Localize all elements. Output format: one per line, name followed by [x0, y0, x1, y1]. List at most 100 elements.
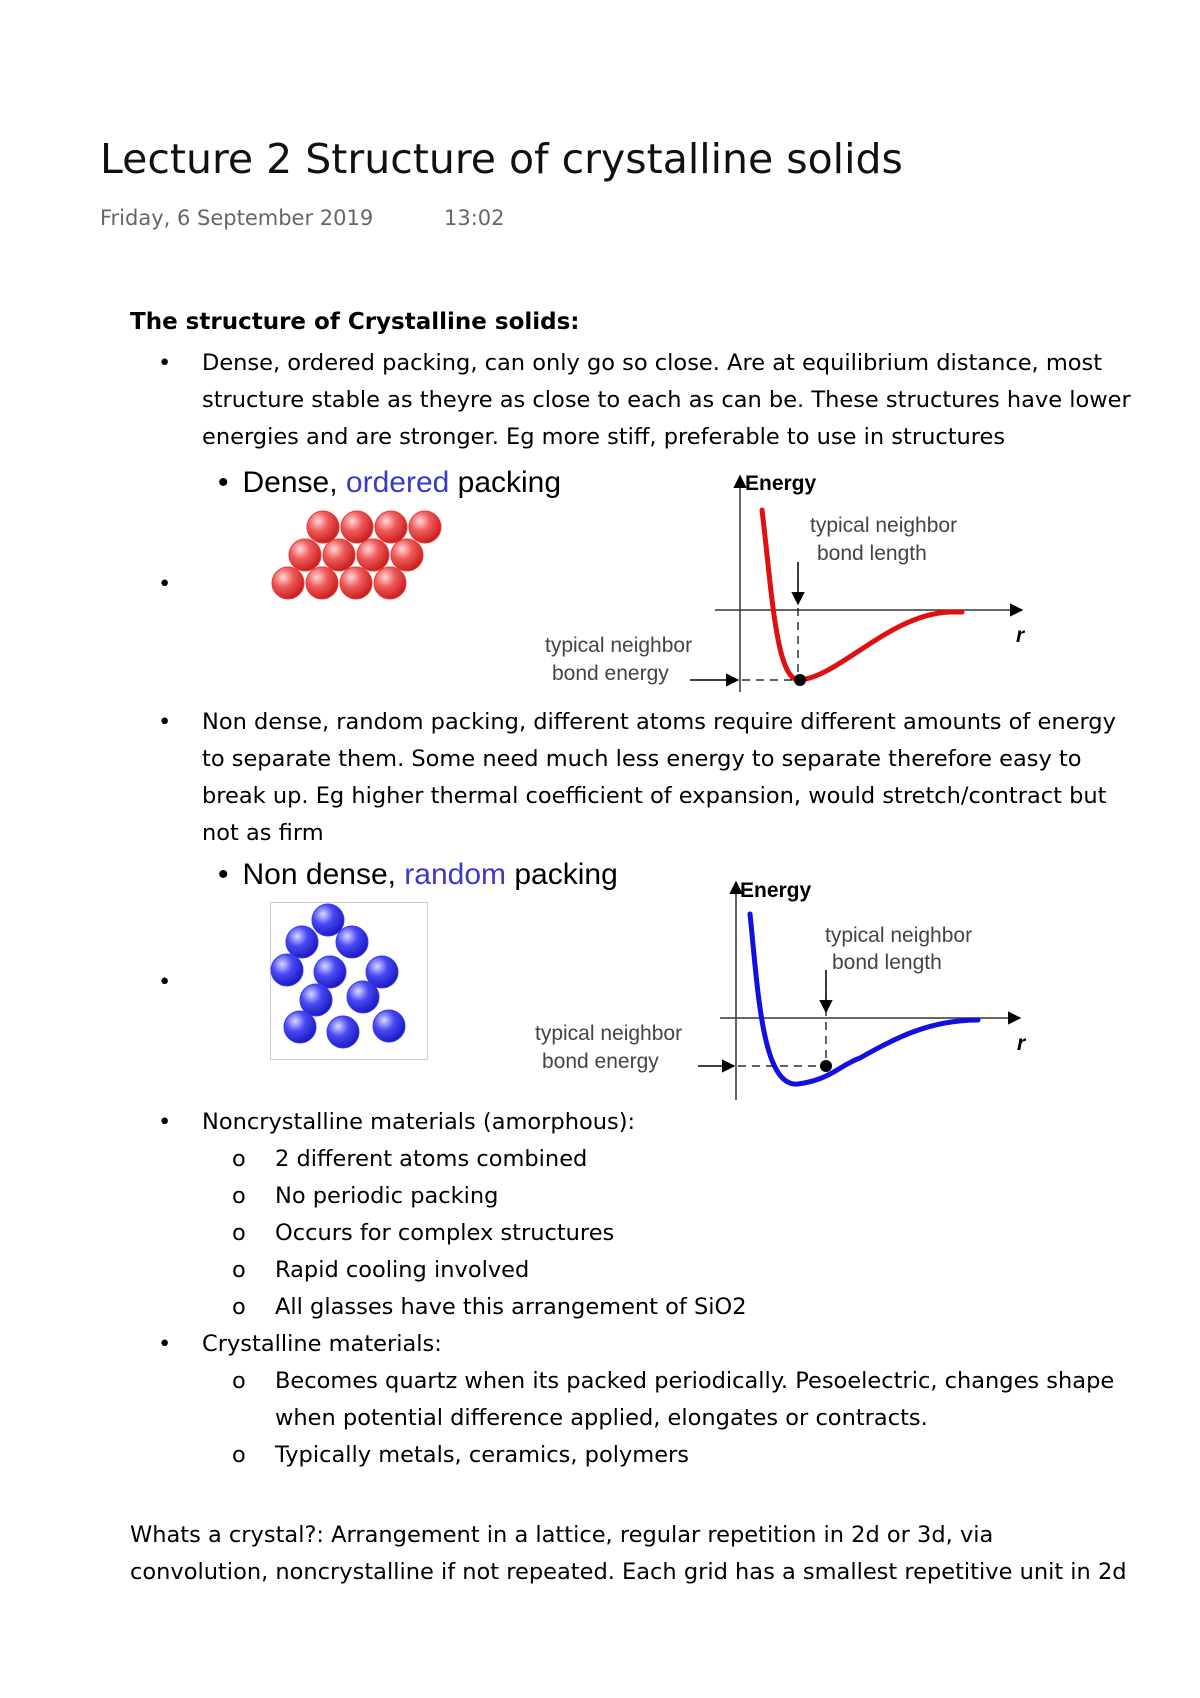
potential-energy-curve — [747, 911, 981, 1087]
atom — [339, 566, 373, 600]
atom — [283, 1010, 317, 1044]
sub-item-text: Occurs for complex structures — [275, 1220, 615, 1246]
bullet-materials: • Noncrystalline materials (amorphous): … — [150, 1104, 1190, 1474]
sub-item-text: when potential difference applied, elong… — [275, 1405, 928, 1431]
atom — [408, 510, 442, 544]
atom — [305, 566, 339, 600]
sub-item: o Typically metals, ceramics, polymers — [150, 1437, 1190, 1474]
figure-title-prefix: Non dense, — [242, 858, 405, 891]
bullet-crystalline: • Crystalline materials: — [150, 1326, 1190, 1363]
bullet-nondense: • Non dense, random packing, different a… — [150, 704, 1190, 852]
bullet-line: energies and are stronger. Eg more stiff… — [202, 424, 1006, 450]
bullet-line: Dense, ordered packing, can only go so c… — [202, 350, 1103, 376]
atom — [313, 955, 347, 989]
bond-energy-label: typical neighbor — [545, 634, 692, 657]
sub-item-text: All glasses have this arrangement of SiO… — [275, 1294, 747, 1320]
r-axis-label: r — [1017, 1032, 1027, 1055]
bullet-line: Non dense, random packing, different ato… — [202, 709, 1116, 735]
bullet-line: Noncrystalline materials (amorphous): — [202, 1109, 636, 1135]
sub-item-text: 2 different atoms combined — [275, 1146, 588, 1172]
bullet-marker: • — [158, 1331, 172, 1357]
page-date: Friday, 6 September 2019 — [100, 206, 374, 230]
bullet-marker: • — [158, 350, 172, 376]
r-axis-label: r — [1016, 624, 1026, 647]
bond-length-label: typical neighbor — [810, 514, 957, 537]
sub-marker: o — [232, 1294, 246, 1320]
atom — [390, 538, 424, 572]
figure-title-prefix: Dense, — [242, 466, 346, 499]
atom — [356, 538, 390, 572]
atom — [271, 566, 305, 600]
atom — [306, 510, 340, 544]
energy-graph-nondense: Energy r typical neighbor bond length ty… — [535, 879, 1027, 1100]
sub-marker: o — [232, 1368, 246, 1394]
bond-length-label: bond length — [832, 951, 942, 974]
random-packing-image — [270, 902, 428, 1060]
sub-item: o 2 different atoms combined — [150, 1141, 1190, 1178]
figure-bullet: • — [218, 858, 229, 891]
paragraph-line: Whats a crystal?: Arrangement in a latti… — [130, 1522, 994, 1548]
bullet-line: structure stable as theyre as close to e… — [202, 387, 1131, 413]
atom — [335, 925, 369, 959]
atom — [285, 925, 319, 959]
bullet-line: Crystalline materials: — [202, 1331, 442, 1357]
atom-lattice — [271, 510, 442, 600]
atom — [288, 538, 322, 572]
figure-dense-title: • Dense, ordered packing — [218, 466, 561, 500]
sub-item: o Occurs for complex structures — [150, 1215, 1190, 1252]
sub-marker: o — [232, 1183, 246, 1209]
bond-energy-label: bond energy — [552, 662, 669, 685]
page-time: 13:02 — [444, 206, 505, 230]
bullet-marker: • — [158, 969, 172, 995]
bullet-marker: • — [158, 571, 172, 597]
bullet-dense: • Dense, ordered packing, can only go so… — [150, 345, 1190, 456]
section-heading: The structure of Crystalline solids: — [130, 309, 580, 335]
crystal-definition-paragraph: Whats a crystal?: Arrangement in a latti… — [130, 1517, 1195, 1591]
ordered-packing-image — [271, 510, 442, 600]
figure-bullet: • — [218, 466, 229, 499]
figure-title-suffix: packing — [449, 466, 562, 499]
equilibrium-point — [794, 674, 806, 686]
sub-item-text: Becomes quartz when its packed periodica… — [275, 1368, 1115, 1394]
bond-length-label: typical neighbor — [825, 924, 972, 947]
atom — [299, 983, 333, 1017]
sub-item-text: Rapid cooling involved — [275, 1257, 530, 1283]
energy-axis-label: Energy — [745, 472, 817, 495]
equilibrium-point — [820, 1060, 832, 1072]
sub-marker: o — [232, 1442, 246, 1468]
bond-energy-label: bond energy — [542, 1050, 659, 1073]
atom — [326, 1015, 360, 1049]
sub-item: o Rapid cooling involved — [150, 1252, 1190, 1289]
sub-marker: o — [232, 1146, 246, 1172]
figure-title-highlight: random — [404, 858, 507, 891]
atom — [365, 955, 399, 989]
atom — [346, 980, 380, 1014]
page-title: Lecture 2 Structure of crystalline solid… — [100, 135, 903, 183]
bullet-line: break up. Eg higher thermal coefficient … — [202, 783, 1107, 809]
atom — [311, 903, 345, 937]
bond-length-label: bond length — [817, 542, 927, 565]
sub-marker: o — [232, 1220, 246, 1246]
sub-item-text: No periodic packing — [275, 1183, 499, 1209]
energy-axis-label: Energy — [740, 879, 812, 902]
sub-item: o Becomes quartz when its packed periodi… — [150, 1363, 1190, 1437]
bond-energy-label: typical neighbor — [535, 1022, 682, 1045]
atom — [270, 953, 304, 987]
atom — [372, 1009, 406, 1043]
energy-graph-dense: Energy r typical neighbor bond length ty… — [545, 472, 1026, 692]
atom-cluster — [270, 903, 406, 1049]
sub-item: o All glasses have this arrangement of Si… — [150, 1289, 1190, 1326]
bullet-noncrystalline: • Noncrystalline materials (amorphous): — [150, 1104, 1190, 1141]
sub-item: o No periodic packing — [150, 1178, 1190, 1215]
bullet-marker: • — [158, 709, 172, 735]
bullet-marker: • — [158, 1109, 172, 1135]
sub-marker: o — [232, 1257, 246, 1283]
paragraph-line: convolution, noncrystalline if not repea… — [130, 1559, 1127, 1585]
atom — [340, 510, 374, 544]
atom — [373, 566, 407, 600]
bullet-line: not as firm — [202, 820, 324, 846]
figure-nondense-title: •Non dense, random packing — [218, 858, 618, 892]
figure-title-highlight: ordered — [345, 466, 450, 499]
sub-item-text: Typically metals, ceramics, polymers — [275, 1442, 690, 1468]
bullet-line: to separate them. Some need much less en… — [202, 746, 1082, 772]
